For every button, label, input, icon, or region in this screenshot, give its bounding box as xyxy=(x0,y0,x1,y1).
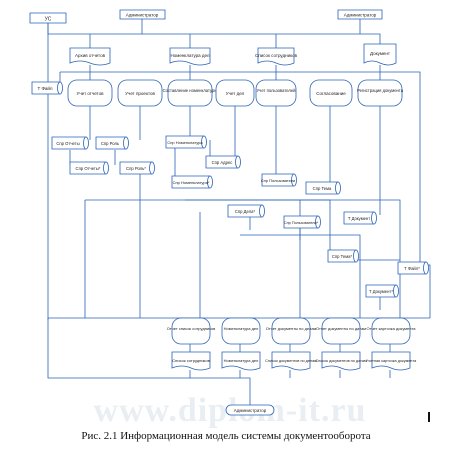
store-spr-nomenklatura: Спр Номенклатура xyxy=(165,135,207,149)
process-uchet-otchetov: Учет отчетов xyxy=(67,79,113,107)
store-spr-tema: Спр Тема xyxy=(305,181,341,195)
svg-text:УС: УС xyxy=(45,17,52,23)
svg-text:Список документов по датам: Список документов по датам xyxy=(315,359,367,363)
text-cursor xyxy=(428,412,430,422)
process-soglasovanie: Согласование xyxy=(309,79,353,107)
store-spr-otchety: Спр Отчеты xyxy=(51,136,89,150)
svg-text:Спр Роль*: Спр Роль* xyxy=(126,166,146,171)
connector-lines xyxy=(47,19,431,405)
store-t-dokument-2: Т Документ* xyxy=(365,284,399,298)
svg-text:Отчет список сотрудников: Отчет список сотрудников xyxy=(167,326,216,331)
svg-text:Регистрация документа: Регистрация документа xyxy=(357,88,404,93)
doc-dokument: Документ xyxy=(363,43,397,66)
svg-text:Документ: Документ xyxy=(370,51,390,56)
svg-text:Список сотрудников: Список сотрудников xyxy=(172,358,209,363)
svg-text:Спр Пользователи: Спр Пользователи xyxy=(261,178,296,183)
svg-text:Спр Отчеты*: Спр Отчеты* xyxy=(76,166,101,171)
svg-text:Отчет карточка документа: Отчет карточка документа xyxy=(367,326,417,331)
store-spr-polzovatel: Спр Пользователи xyxy=(261,173,297,187)
doc-spravka-otchetov: Архив отчетов xyxy=(69,47,111,66)
svg-text:Учет проектов: Учет проектов xyxy=(125,91,155,96)
process-registratsiya-dokumenta: Регистрация документа xyxy=(357,79,404,107)
svg-text:Составление номенклатуры: Составление номенклатуры xyxy=(163,88,218,93)
process-uchet-polzovatelei: Учет пользователей xyxy=(255,79,297,107)
svg-text:Учет отчетов: Учет отчетов xyxy=(77,91,105,96)
process-uchet-proektov: Учет проектов xyxy=(117,79,163,107)
store-t-fail-2: Т Файл* xyxy=(397,261,429,275)
svg-text:Номенклатура дел: Номенклатура дел xyxy=(170,53,209,58)
svg-text:Спр Тема*: Спр Тема* xyxy=(332,254,353,259)
store-spr-adres: Спр Адрес xyxy=(205,155,241,169)
doc-spisok-sotrudnikov: Список сотрудников xyxy=(255,47,298,66)
process-otchet-nomenklatura: Номенклатура дел xyxy=(221,317,261,345)
doc-spravka-nomenklatury: Номенклатура дел xyxy=(169,47,211,66)
entity-admin-right: Администратор xyxy=(337,9,383,20)
process-sostavlenie-nomenklatury: Составление номенклатуры xyxy=(163,79,218,107)
entity-admin-top: Администратор xyxy=(119,9,166,20)
doc-out-dela: Список документов по делам xyxy=(265,351,317,371)
svg-text:Т Документ*: Т Документ* xyxy=(369,289,393,294)
svg-text:Спр Дела*: Спр Дела* xyxy=(235,209,256,214)
store-spr-polzovatel-2: Спр Пользователи* xyxy=(283,215,321,229)
store-t-fail: Т Файл xyxy=(31,81,63,95)
svg-text:Спр Номенклатура: Спр Номенклатура xyxy=(167,140,203,145)
store-spr-rol-2: Спр Роль* xyxy=(119,161,155,175)
store-spr-nomenklatura-2: Спр Номенклатура* xyxy=(171,175,213,189)
doc-out-nomenklatura: Номенклатура дел xyxy=(221,351,261,371)
svg-text:Администратор: Администратор xyxy=(126,13,159,18)
svg-text:Отчет документы по датам: Отчет документы по датам xyxy=(316,326,366,331)
entity-admin-bottom: Администратор xyxy=(225,404,275,416)
store-t-dokument: Т Документ xyxy=(343,211,377,225)
svg-text:Администратор: Администратор xyxy=(234,408,267,413)
entity-us: УС xyxy=(29,12,67,24)
svg-text:Архив отчетов: Архив отчетов xyxy=(75,53,106,58)
process-otchet-kartochka: Отчет карточка документа xyxy=(367,317,417,345)
svg-text:Список сотрудников: Список сотрудников xyxy=(255,53,298,58)
svg-text:Спр Отчеты: Спр Отчеты xyxy=(56,141,79,146)
svg-text:Спр Тема: Спр Тема xyxy=(313,186,332,191)
svg-text:Т Файл*: Т Файл* xyxy=(404,266,420,271)
svg-text:Номенклатура дел: Номенклатура дел xyxy=(224,326,259,331)
svg-text:Согласование: Согласование xyxy=(316,91,346,96)
svg-text:Учет дел: Учет дел xyxy=(226,91,245,96)
process-otchet-dokumenty: Отчет документы по датам xyxy=(316,317,366,345)
svg-text:Администратор: Администратор xyxy=(344,13,377,18)
svg-text:Т Документ: Т Документ xyxy=(348,216,370,221)
doc-out-kartochka: Учетная карточка документа xyxy=(366,351,417,371)
svg-text:Учетная карточка документа: Учетная карточка документа xyxy=(366,359,417,363)
store-spr-otchety-2: Спр Отчеты* xyxy=(69,161,109,175)
svg-text:Учет пользователей: Учет пользователей xyxy=(256,88,296,93)
process-otchet-spisok: Отчет список сотрудников xyxy=(167,317,216,345)
svg-text:Спр Адрес: Спр Адрес xyxy=(212,160,233,165)
doc-out-spisok: Список сотрудников xyxy=(171,351,211,371)
store-spr-rol: Спр Роль xyxy=(95,136,129,150)
svg-text:Спр Пользователи*: Спр Пользователи* xyxy=(284,221,319,225)
svg-text:Список документов по делам: Список документов по делам xyxy=(265,359,317,363)
store-spr-tema-2: Спр Тема* xyxy=(327,249,359,263)
svg-text:Спр Номенклатура*: Спр Номенклатура* xyxy=(173,180,210,185)
process-otchet-dela: Отчет документы по делам xyxy=(266,317,317,345)
doc-out-dokumenty: Список документов по датам xyxy=(315,351,367,371)
process-uchet-del: Учет дел xyxy=(215,79,255,107)
figure-caption: Рис. 2.1 Информационная модель системы д… xyxy=(81,430,371,442)
svg-text:Т Файл: Т Файл xyxy=(37,85,52,91)
svg-text:Отчет документы по делам: Отчет документы по делам xyxy=(266,326,317,331)
store-spr-dela: Спр Дела* xyxy=(227,204,265,218)
svg-text:Номенклатура дел: Номенклатура дел xyxy=(224,358,259,363)
svg-text:Спр Роль: Спр Роль xyxy=(101,141,120,146)
